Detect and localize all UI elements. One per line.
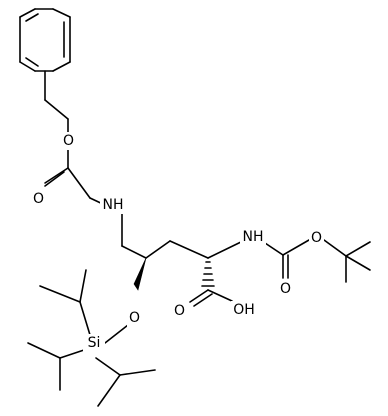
atom-o-cbz-ether: O: [61, 132, 76, 150]
atom-label-o-acid-carbonyl: O: [174, 303, 185, 319]
atom-o-acid-carbonyl: O: [172, 302, 187, 320]
atom-labels: O O NH NH O O O OH: [31, 132, 324, 352]
hashed-bond: [201, 261, 215, 287]
atom-oh-acid: OH: [231, 301, 257, 319]
atom-label-si: Si: [88, 335, 101, 351]
atom-label-o-silyl-ether: O: [129, 310, 140, 326]
tips-group-bonds: [27, 269, 156, 407]
atom-label-o-cbz-carbonyl: O: [33, 191, 44, 207]
main-chain-bonds: [133, 240, 244, 307]
atom-label-o-boc-ether: O: [311, 230, 322, 246]
wedge-bond: [133, 257, 147, 291]
atom-label-nh-cbz: NH: [103, 197, 124, 213]
atom-si: Si: [83, 334, 105, 352]
boc-group-bonds: [261, 239, 371, 283]
atom-nh-cbz: NH: [100, 196, 126, 214]
benzene-ring: [19, 8, 71, 72]
atom-label-nh-boc: NH: [243, 229, 264, 245]
atom-label-o-cbz-ether: O: [63, 133, 74, 149]
atom-o-cbz-carbonyl: O: [31, 190, 46, 208]
atom-label-oh-acid: OH: [233, 302, 255, 318]
atom-label-o-boc-carbonyl: O: [280, 281, 291, 297]
atom-o-silyl-ether: O: [127, 309, 142, 327]
cbz-linker-bonds: [44, 70, 147, 259]
atom-o-boc-carbonyl: O: [278, 280, 293, 298]
atom-o-boc-ether: O: [309, 229, 324, 247]
atom-nh-boc: NH: [240, 228, 266, 246]
